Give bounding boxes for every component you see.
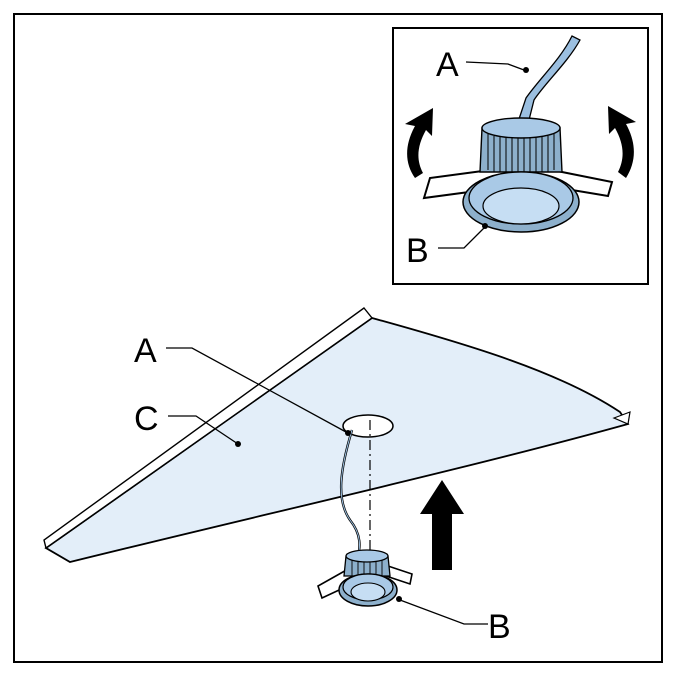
inset-spring-clip-right [547, 169, 614, 198]
main-cable-label: A [134, 332, 157, 370]
ceiling-panel [44, 317, 630, 563]
ceiling-hole [342, 414, 394, 438]
inset-spring-clip-left [422, 169, 491, 200]
push-up-icon [420, 480, 464, 570]
rotate-right-icon [608, 106, 636, 178]
inset-lens [482, 187, 560, 225]
panel-label: C [134, 400, 159, 438]
inset-cable-label: A [436, 46, 459, 84]
panel-edge-lip [43, 307, 374, 550]
main-light-label: B [488, 608, 511, 646]
inset-detail: A B [405, 35, 636, 270]
inset-light-label: B [406, 232, 429, 270]
rotate-left-icon [405, 108, 433, 178]
main-light-fixture [317, 549, 413, 607]
main-scene: A C B [43, 307, 631, 646]
